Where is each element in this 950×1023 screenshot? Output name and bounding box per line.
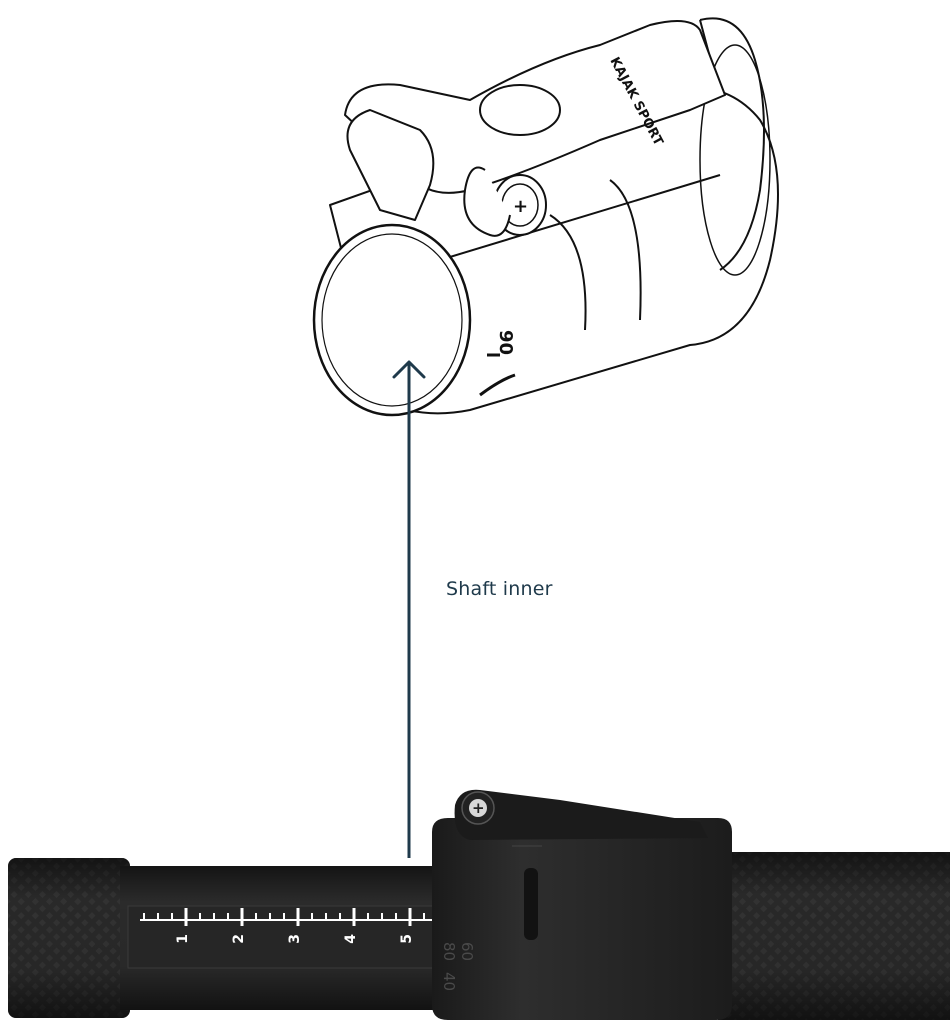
shaft-collar-markings: 60 80 40 + bbox=[440, 799, 485, 991]
clamp-scale-mark: 90 bbox=[495, 330, 516, 355]
shaft-collar bbox=[432, 818, 732, 1020]
paddle-shaft bbox=[8, 789, 950, 1020]
collar-mark-80: 80 bbox=[440, 942, 458, 961]
arrow-callout bbox=[392, 360, 426, 858]
collar-mark-40: 40 bbox=[440, 972, 458, 991]
scale-label: 3 bbox=[287, 934, 303, 944]
scale-label: 1 bbox=[175, 934, 191, 944]
shaft-scale-labels: 1 2 3 4 5 bbox=[175, 934, 415, 944]
arrow-head-icon bbox=[392, 360, 426, 379]
clamp-drawing bbox=[312, 17, 779, 417]
scale-label: 4 bbox=[343, 934, 359, 944]
callout-label: Shaft inner bbox=[446, 578, 553, 600]
clamp-screw-symbol: + bbox=[513, 196, 528, 217]
collar-mark-60: 60 bbox=[458, 942, 476, 961]
shaft-screw-symbol: + bbox=[472, 799, 485, 817]
shaft-lever bbox=[454, 789, 708, 840]
scale-label: 2 bbox=[231, 934, 247, 944]
scale-label: 5 bbox=[399, 934, 415, 944]
shaft-scale bbox=[140, 908, 432, 926]
